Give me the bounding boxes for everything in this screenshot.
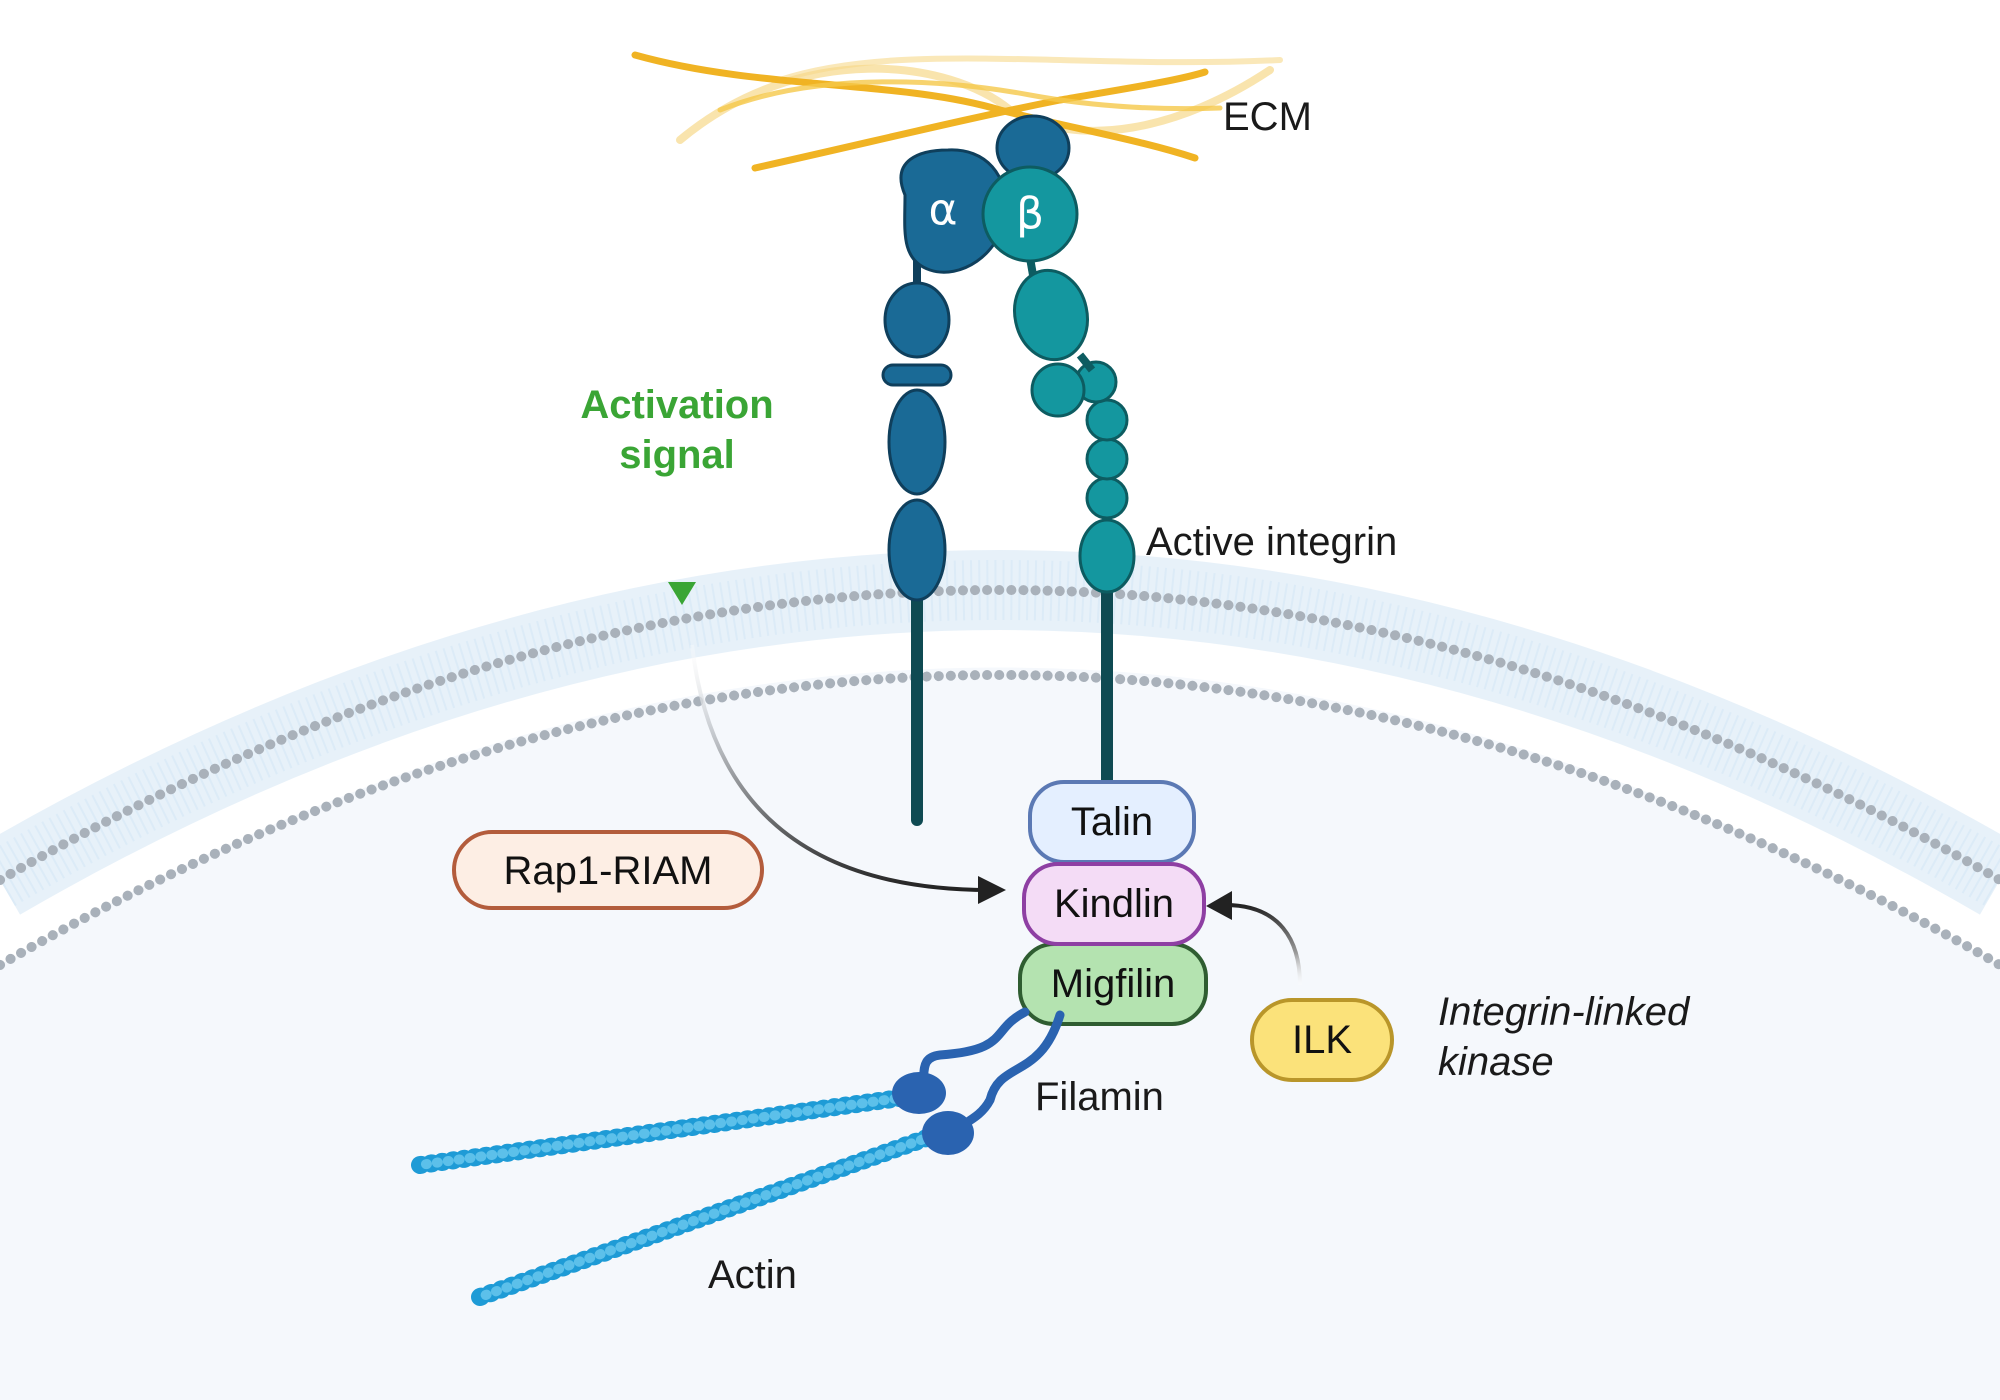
ilk-description-line2: kinase: [1438, 1040, 1554, 1084]
ecm-fibers: [631, 51, 1283, 172]
migfilin-label: Migfilin: [1051, 962, 1175, 1006]
ecm-label: ECM: [1223, 95, 1312, 139]
integrin-alpha-subunit: [881, 148, 1008, 826]
activation-signal-line1: Activation: [580, 383, 773, 427]
inner-leaflet: [0, 670, 2000, 970]
active-integrin-label: Active integrin: [1146, 520, 1397, 564]
filamin-label: Filamin: [1035, 1075, 1164, 1119]
beta-label: β: [1016, 189, 1044, 240]
activation-arrowhead: [668, 582, 696, 605]
outer-leaflet: [0, 585, 2000, 885]
activation-signal-line2: signal: [619, 433, 735, 477]
cell-membrane: [0, 550, 2000, 970]
actin-filaments: [411, 1089, 944, 1306]
activation-signal: Activation signal: [580, 383, 774, 605]
signal-to-kindlin-arrow: [690, 644, 991, 892]
kindlin-box: Kindlin: [1022, 862, 1206, 946]
alpha-label: α: [928, 185, 957, 236]
talin-box: Talin: [1028, 780, 1196, 864]
ilk-description-line1: Integrin-linked: [1438, 990, 1691, 1034]
ilk-box: ILK: [1250, 998, 1394, 1082]
signal-arrowhead: [978, 876, 1006, 904]
rap1-riam-box: Rap1-RIAM: [452, 830, 764, 910]
migfilin-box: Migfilin: [1018, 942, 1208, 1026]
ilk-label: ILK: [1292, 1018, 1352, 1062]
rap1-riam-label: Rap1-RIAM: [504, 849, 713, 893]
filamin: [892, 1007, 1065, 1155]
actin-label: Actin: [708, 1253, 797, 1297]
ilk-arrowhead: [1206, 891, 1232, 920]
integrin-beta-subunit: [981, 114, 1136, 790]
kindlin-label: Kindlin: [1054, 882, 1174, 926]
ilk-to-kindlin-arrow: [1224, 903, 1302, 986]
talin-label: Talin: [1071, 800, 1153, 844]
